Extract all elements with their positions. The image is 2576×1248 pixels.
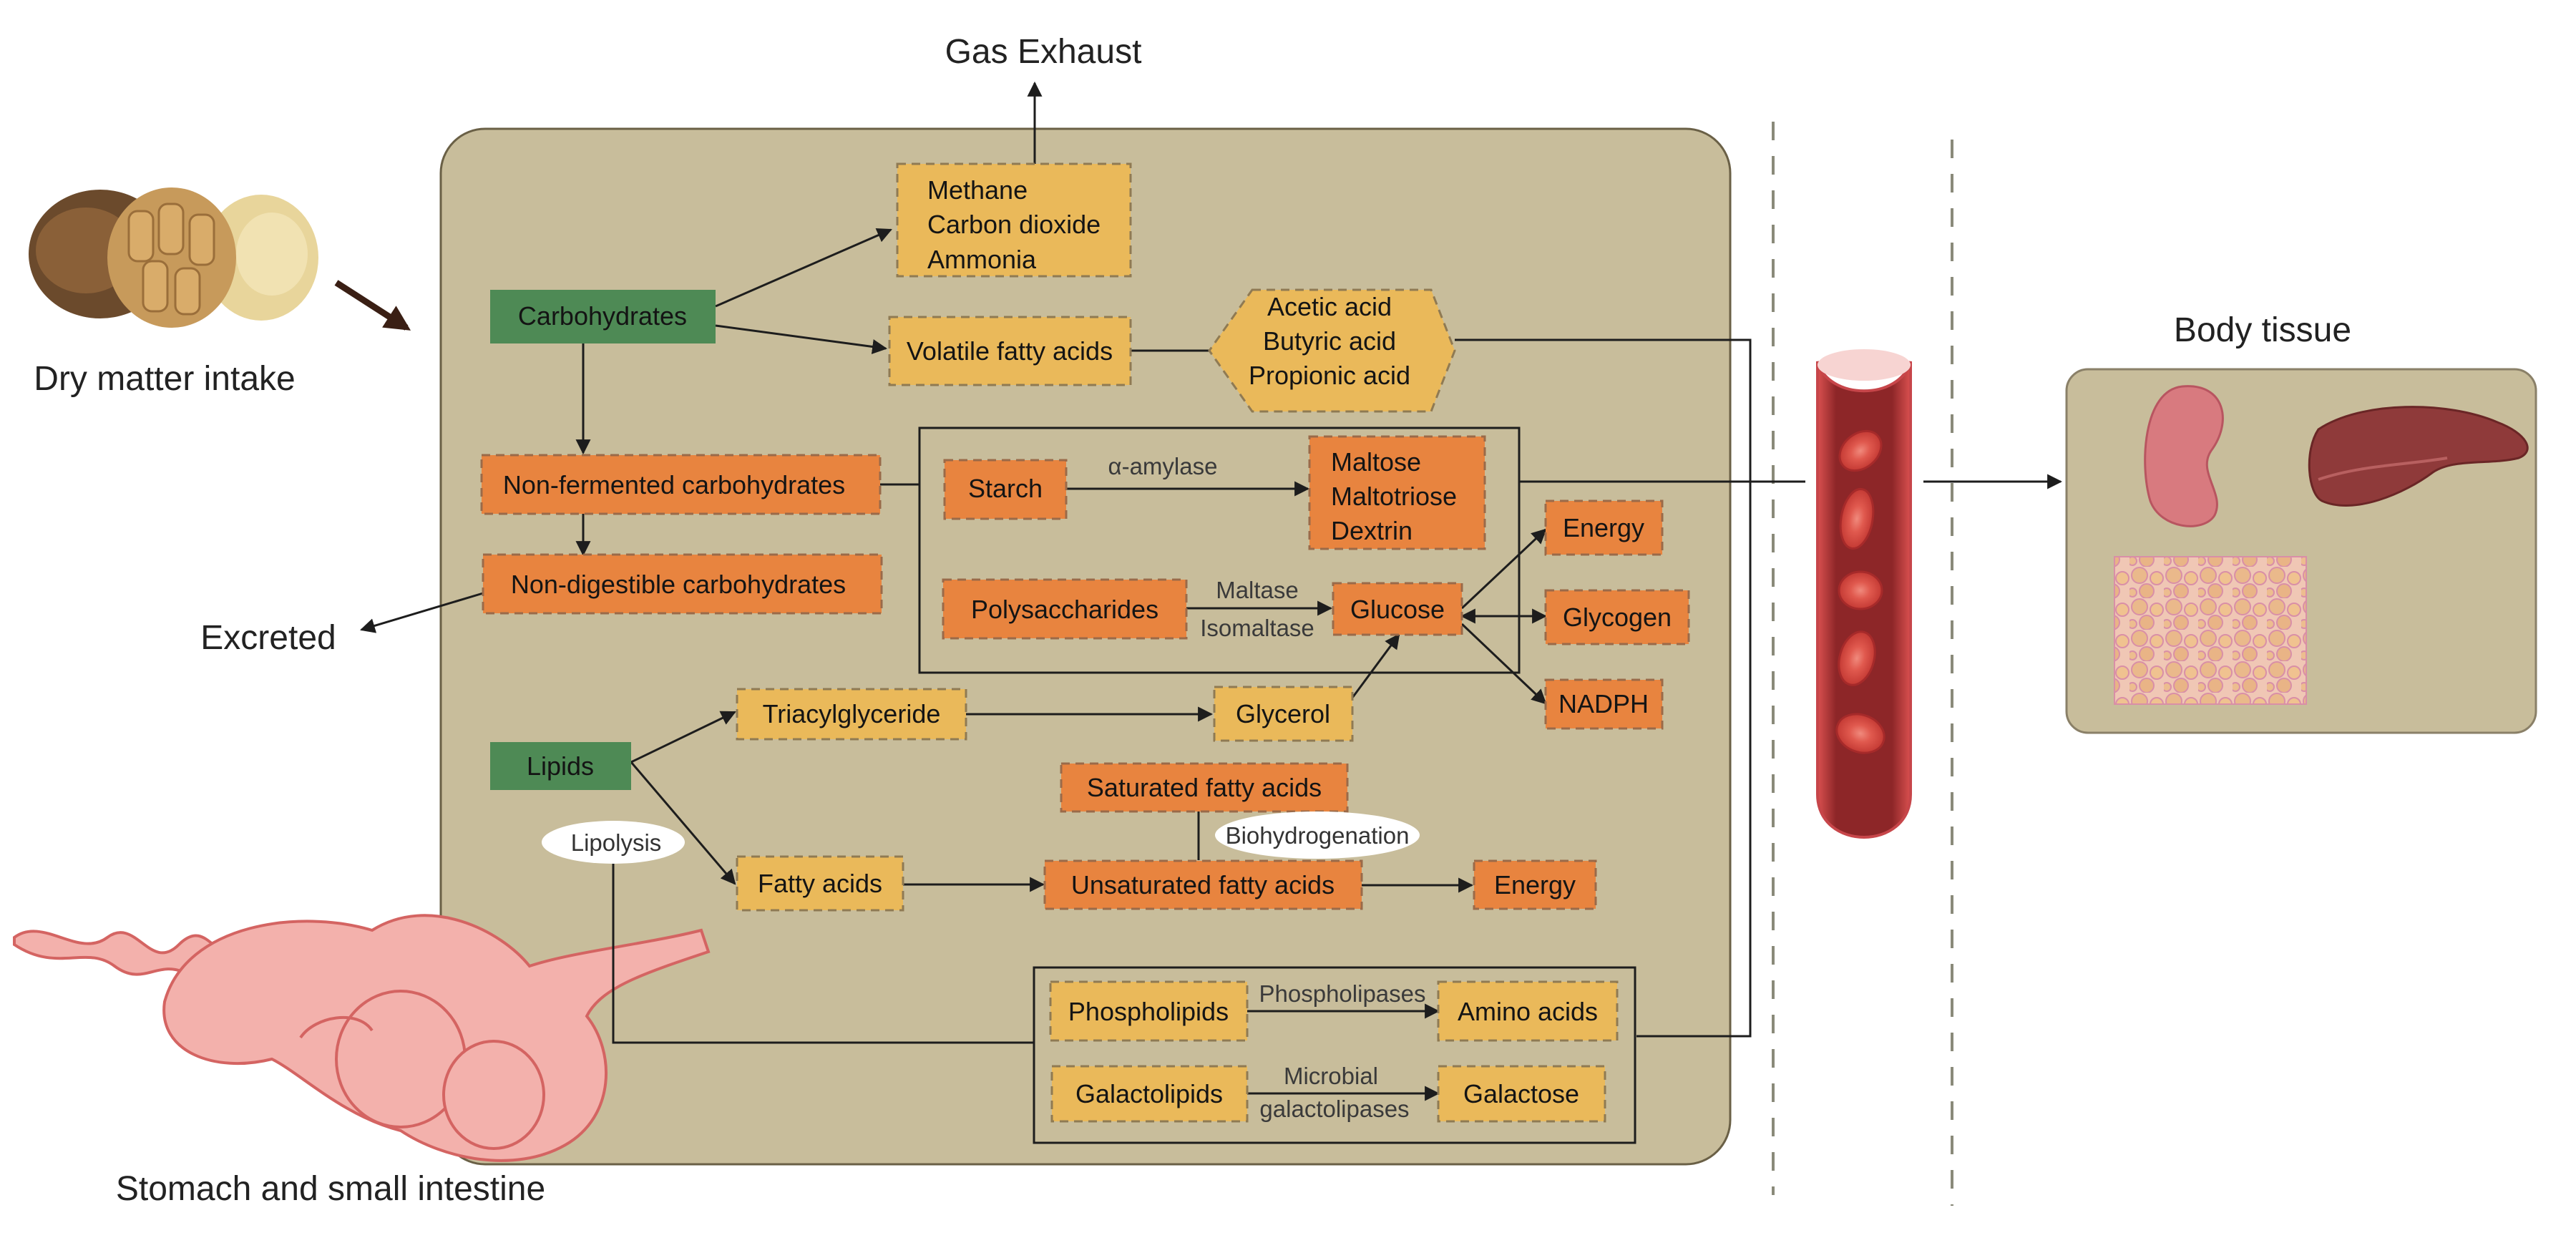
stomach-label: Stomach and small intestine xyxy=(116,1170,545,1208)
saturated-label: Saturated fatty acids xyxy=(1087,773,1322,802)
lipolysis-oval xyxy=(542,821,685,864)
lipids-node xyxy=(490,742,631,790)
fatty-acids-node xyxy=(736,855,904,912)
maltotriose-label: Maltotriose xyxy=(1331,482,1457,511)
gas-node xyxy=(896,162,1132,278)
nondigestible-node xyxy=(482,553,883,615)
phospholipids-node xyxy=(1049,980,1249,1042)
galactolipids-node xyxy=(1050,1065,1249,1123)
microbial-label: Microbial xyxy=(1284,1063,1378,1089)
galactose-node xyxy=(1437,1065,1606,1123)
energy-node-2 xyxy=(1473,859,1597,910)
vfa-label: Volatile fatty acids xyxy=(907,336,1113,366)
intake-arrow xyxy=(334,280,411,331)
vfa-node xyxy=(888,316,1132,386)
triacylglyceride-node xyxy=(736,688,967,741)
amino-acids-label: Amino acids xyxy=(1458,997,1598,1026)
body-tissue-label: Body tissue xyxy=(2174,311,2351,349)
fatty-acids-label: Fatty acids xyxy=(758,869,882,898)
glycogen-node xyxy=(1544,589,1690,645)
liver-image xyxy=(2308,406,2529,507)
nondigestible-label: Non-digestible carbohydrates xyxy=(511,570,846,599)
excreted-label: Excreted xyxy=(200,619,336,657)
energy-label-1: Energy xyxy=(1563,513,1644,542)
starch-node xyxy=(943,459,1068,520)
glucose-node xyxy=(1332,582,1463,636)
acetic-acid: Acetic acid xyxy=(1267,292,1392,321)
gas-line-2: Carbon dioxide xyxy=(927,210,1101,239)
unsaturated-label: Unsaturated fatty acids xyxy=(1071,870,1335,900)
stomach-illustration xyxy=(13,914,711,1162)
maltose-label: Maltose xyxy=(1331,447,1421,477)
dextrin-label: Dextrin xyxy=(1331,516,1413,545)
energy-node-1 xyxy=(1544,499,1664,556)
adipose-tissue-image xyxy=(2114,556,2307,705)
phospholipases-label: Phospholipases xyxy=(1259,980,1426,1007)
lipids-label: Lipids xyxy=(527,751,594,781)
gas-exhaust-label: Gas Exhaust xyxy=(945,33,1142,71)
propionic-acid: Propionic acid xyxy=(1249,361,1410,390)
maltose-node xyxy=(1308,435,1486,550)
amino-acids-node xyxy=(1437,980,1619,1042)
polysaccharides-node xyxy=(942,578,1188,640)
glycerol-node xyxy=(1213,686,1354,742)
nonfermented-label: Non-fermented carbohydrates xyxy=(503,470,845,499)
amylase-label: α-amylase xyxy=(1108,453,1218,479)
lipid-group-box xyxy=(1033,966,1636,1144)
phospholipids-label: Phospholipids xyxy=(1068,997,1229,1026)
dry-matter-image xyxy=(29,187,318,328)
acids-node xyxy=(1208,288,1456,413)
nonfermented-node xyxy=(480,454,882,515)
polysaccharides-label: Polysaccharides xyxy=(971,595,1158,624)
gas-line-1: Methane xyxy=(927,175,1028,205)
biohydrogenation-label: Biohydrogenation xyxy=(1226,822,1410,849)
butyric-acid: Butyric acid xyxy=(1263,326,1396,356)
galactose-label: Galactose xyxy=(1463,1079,1579,1108)
glycerol-label: Glycerol xyxy=(1236,699,1330,728)
energy-label-2: Energy xyxy=(1494,870,1576,900)
connectors xyxy=(359,81,2063,1101)
carbohydrates-label: Carbohydrates xyxy=(518,301,687,331)
biohydrogenation-oval xyxy=(1215,811,1420,859)
lipolysis-label: Lipolysis xyxy=(571,829,662,856)
glucose-label: Glucose xyxy=(1350,595,1445,624)
unsaturated-node xyxy=(1043,859,1363,910)
glycogen-label: Glycogen xyxy=(1563,603,1672,632)
kidney-image xyxy=(2144,385,2224,527)
isomaltase-label: Isomaltase xyxy=(1200,615,1314,641)
galactolipids-label: Galactolipids xyxy=(1075,1079,1223,1108)
nadph-node xyxy=(1544,678,1664,730)
triacylglyceride-label: Triacylglyceride xyxy=(763,699,941,728)
starch-group-box xyxy=(918,426,1521,674)
galactolipases-label: galactolipases xyxy=(1259,1096,1409,1122)
maltase-label: Maltase xyxy=(1216,577,1299,603)
gas-line-3: Ammonia xyxy=(927,245,1037,274)
blood-vessel xyxy=(1816,349,1912,839)
carbohydrates-node xyxy=(490,290,716,343)
nadph-label: NADPH xyxy=(1558,689,1649,718)
dry-matter-label: Dry matter intake xyxy=(34,360,295,398)
starch-label: Starch xyxy=(968,474,1043,503)
saturated-node xyxy=(1060,762,1349,813)
